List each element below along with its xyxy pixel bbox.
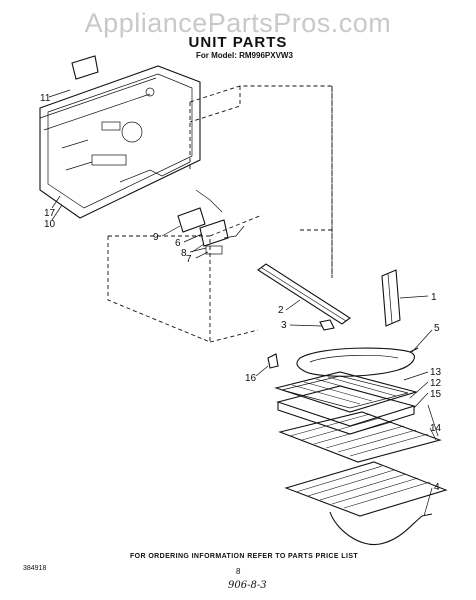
mounting-bracket[interactable] (319, 319, 335, 331)
callout-11: 11 (40, 93, 51, 104)
broiler-pan-grid[interactable] (274, 371, 419, 413)
callout-14: 14 (430, 423, 442, 434)
bottom-rail[interactable] (257, 263, 351, 325)
bake-element[interactable] (296, 347, 419, 377)
diagram-title: UNIT PARTS (188, 34, 288, 51)
callout-12: 12 (430, 378, 442, 389)
callout-3: 3 (281, 320, 287, 331)
callout-10: 10 (44, 219, 56, 230)
callout-15: 15 (430, 389, 442, 400)
callout-9: 9 (153, 232, 159, 243)
callout-8: 8 (181, 248, 187, 259)
side-trim-panel[interactable] (381, 269, 401, 327)
back-panel-assembly[interactable] (39, 55, 201, 219)
callout-2: 2 (278, 305, 284, 316)
oven-rack-upper[interactable] (278, 411, 442, 463)
page-number: 8 (236, 567, 241, 576)
callout-1: 1 (431, 292, 437, 303)
reference-number: 906-8-3 (228, 580, 267, 591)
leader-lines (48, 89, 439, 517)
callout-labels: 11 17 10 9 6 8 7 1 2 3 5 13 12 15 14 4 1… (40, 93, 442, 493)
callout-17: 17 (44, 208, 56, 219)
callout-6: 6 (175, 238, 181, 249)
callout-13: 13 (430, 367, 442, 378)
diagram-code: 384918 (23, 565, 47, 572)
element-clip[interactable] (267, 353, 279, 369)
watermark: AppliancePartsPros.com (84, 8, 392, 38)
cabinet-frame (107, 85, 333, 343)
callout-5: 5 (434, 323, 440, 334)
oven-rack-lower[interactable] (284, 461, 448, 517)
terminal-block-assembly[interactable] (177, 189, 245, 255)
callout-4: 4 (434, 482, 440, 493)
model-label: For Model: RM996PXVW3 (196, 51, 293, 60)
broil-element[interactable] (329, 511, 433, 546)
ordering-note: FOR ORDERING INFORMATION REFER TO PARTS … (130, 553, 359, 560)
broiler-pan[interactable] (276, 385, 416, 435)
callout-16: 16 (245, 373, 257, 384)
callout-7: 7 (186, 254, 192, 265)
